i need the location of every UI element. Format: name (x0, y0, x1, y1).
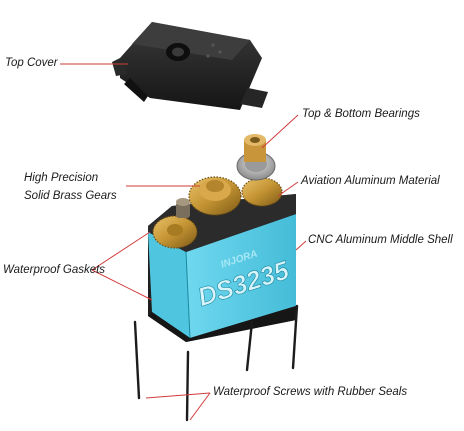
top-cover (112, 22, 268, 110)
gear-output (241, 177, 283, 207)
leader-screws-2 (189, 392, 211, 421)
screw-3 (245, 320, 254, 372)
label-brass-gears: High Precision Solid Brass Gears (24, 169, 117, 205)
leader-gaskets-2 (91, 269, 153, 301)
leader-cnc (295, 240, 307, 251)
label-waterproof-gaskets: Waterproof Gaskets (3, 264, 106, 276)
label-brass-gears-line2: Solid Brass Gears (24, 190, 117, 202)
label-aviation-aluminum: Aviation Aluminum Material (301, 175, 440, 187)
screw-4 (291, 304, 299, 370)
gear-pinion (176, 202, 190, 218)
label-top-bottom-bearings: Top & Bottom Bearings (302, 108, 420, 120)
leader-gaskets-1 (91, 231, 151, 271)
screw-2 (185, 350, 190, 422)
screw-1 (133, 320, 141, 400)
brass-gears (152, 134, 283, 249)
leader-bearings (261, 114, 299, 149)
label-brass-gears-line1: High Precision (24, 172, 99, 184)
leader-screws-1 (145, 392, 211, 399)
label-cnc-shell: CNC Aluminum Middle Shell (308, 234, 453, 246)
screws (133, 304, 299, 422)
label-waterproof-screws: Waterproof Screws with Rubber Seals (213, 386, 408, 398)
leader-aviation (277, 181, 299, 197)
leader-lines (60, 63, 307, 421)
label-top-cover: Top Cover (5, 57, 58, 69)
output-shaft (244, 140, 266, 162)
